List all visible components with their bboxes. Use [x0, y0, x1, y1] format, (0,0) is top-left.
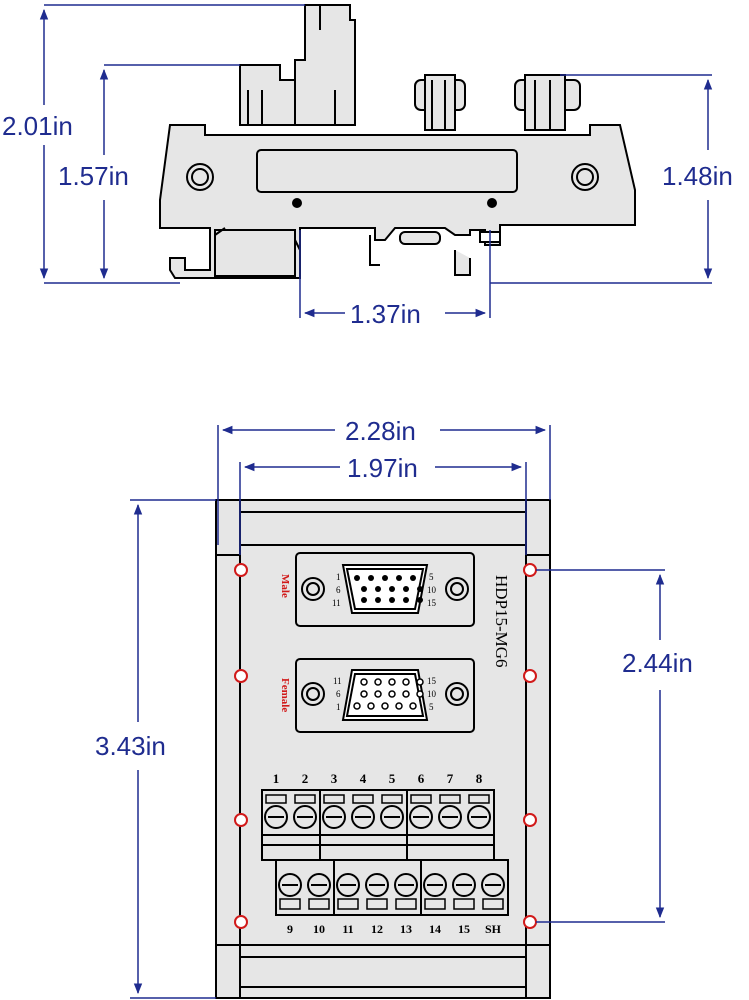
terminal-label-bottom: 9	[287, 922, 293, 936]
terminal-label-bottom: 14	[429, 922, 441, 936]
terminal-screw-bottom	[481, 873, 505, 910]
svg-text:1: 1	[336, 572, 341, 582]
side-post-right	[514, 74, 581, 131]
terminal-label-bottom: 10	[313, 922, 325, 936]
front-width-total-label: 2.28in	[345, 416, 416, 446]
side-connector-short	[239, 64, 296, 126]
svg-text:10: 10	[427, 585, 437, 595]
terminal-screw-bottom	[336, 873, 360, 910]
terminal-label-bottom: 15	[458, 922, 470, 936]
front-height-total-label: 3.43in	[95, 731, 166, 761]
female-connector	[295, 658, 475, 733]
svg-text:6: 6	[336, 689, 341, 699]
svg-text:15: 15	[427, 676, 437, 686]
model-label: HDP15-MG6	[492, 575, 511, 668]
terminal-screw-bottom	[278, 873, 302, 910]
front-width-inner-label: 1.97in	[347, 453, 418, 483]
side-slot	[256, 149, 518, 193]
terminal-screw-bottom	[394, 873, 418, 910]
terminal-screw-top	[409, 794, 433, 829]
svg-text:1: 1	[336, 702, 341, 712]
hole-spacing-label: 2.44in	[622, 648, 693, 678]
terminal-label-bottom: 13	[400, 922, 412, 936]
top-terminal-labels: 1 2 3 4 5 6 7 8	[273, 771, 483, 786]
male-label: Male	[279, 574, 291, 598]
terminal-screw-top	[467, 794, 491, 829]
terminal-screw-top	[380, 794, 404, 829]
terminal-screw-top	[322, 794, 346, 829]
terminal-screw-top	[351, 794, 375, 829]
female-pins	[353, 678, 424, 710]
female-label: Female	[279, 678, 291, 712]
terminal-screw-bottom	[307, 873, 331, 910]
svg-text:6: 6	[336, 585, 341, 595]
svg-text:15: 15	[427, 598, 437, 608]
terminal-label-top: 4	[360, 771, 367, 786]
terminal-label-top: 2	[302, 771, 309, 786]
side-connector-tall	[294, 4, 356, 126]
terminal-label-top: 6	[418, 771, 425, 786]
terminal-screw-top	[264, 794, 288, 829]
terminal-screw-bottom	[365, 873, 389, 910]
svg-text:11: 11	[333, 676, 342, 686]
terminal-label-top: 8	[476, 771, 483, 786]
bottom-terminal-labels: 9 10 11 12 13 14 15 SH	[287, 922, 502, 936]
male-connector	[295, 552, 475, 627]
side-rail-width-label: 1.37in	[350, 299, 421, 329]
side-height-body-label: 1.57in	[58, 161, 129, 191]
terminal-screws	[264, 794, 505, 910]
terminal-label-top: 3	[331, 771, 338, 786]
side-main-body	[159, 124, 636, 279]
pin-number-labels: 1 6 11 5 10 15 11 6 1 15 10 5	[332, 572, 437, 712]
side-height-total-label: 2.01in	[2, 111, 73, 141]
terminal-screw-top	[293, 794, 317, 829]
front-dimensions	[130, 425, 665, 999]
terminal-label-top: 1	[273, 771, 280, 786]
side-dimensions	[39, 4, 713, 318]
terminal-label-top: 7	[447, 771, 454, 786]
terminal-label-bottom: 11	[342, 922, 353, 936]
terminal-screw-top	[438, 794, 462, 829]
side-height-right-label: 1.48in	[662, 161, 733, 191]
terminal-screw-bottom	[452, 873, 476, 910]
terminal-label-bottom: 12	[371, 922, 383, 936]
side-view	[159, 4, 636, 279]
male-pins	[354, 575, 423, 603]
svg-text:10: 10	[427, 689, 437, 699]
terminal-label-bottom: SH	[485, 922, 502, 936]
terminal-label-top: 5	[389, 771, 396, 786]
side-post-left	[414, 74, 466, 131]
svg-text:5: 5	[429, 702, 434, 712]
svg-text:5: 5	[429, 572, 434, 582]
svg-text:11: 11	[332, 598, 341, 608]
terminal-screw-bottom	[423, 873, 447, 910]
